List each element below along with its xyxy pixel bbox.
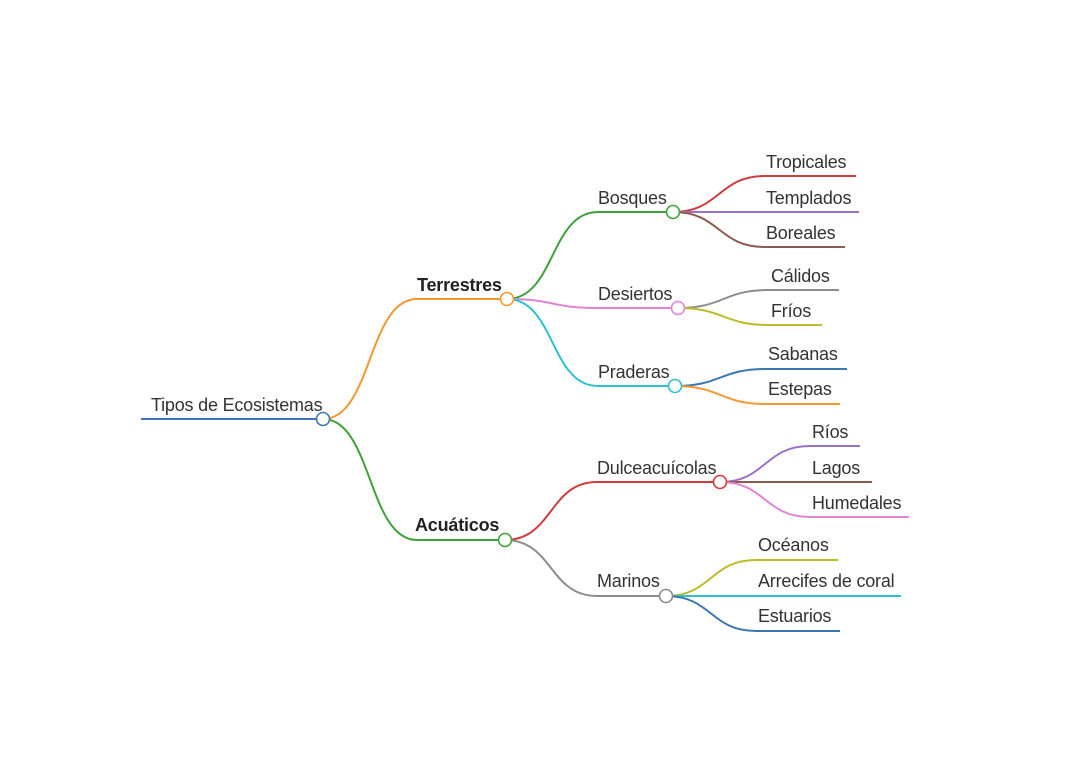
toggle-praderas-knot[interactable]	[667, 378, 683, 394]
leaf-oceanos: Océanos	[758, 535, 829, 555]
link-desiertos-calidos	[677, 289, 770, 309]
toggle-bosques-knot[interactable]	[665, 204, 681, 220]
node-acuaticos: Acuáticos	[415, 515, 499, 535]
link-bosques-boreales	[672, 211, 766, 248]
leaf-sabanas: Sabanas	[768, 344, 838, 364]
link-root-acuaticos	[322, 418, 505, 541]
link-terrestres-desiertos	[506, 298, 678, 309]
node-dulceacuicolas: Dulceacuícolas	[597, 458, 716, 478]
node-root: Tipos de Ecosistemas	[151, 395, 323, 415]
link-terrestres-praderas	[506, 298, 675, 387]
toggle-terrestres-knot[interactable]	[499, 291, 515, 307]
leaf-arrecifes: Arrecifes de coral	[758, 571, 894, 591]
node-marinos: Marinos	[597, 571, 660, 591]
link-bosques-tropicales	[672, 175, 766, 213]
leaf-humedales: Humedales	[812, 493, 901, 513]
node-bosques: Bosques	[598, 188, 667, 208]
node-desiertos: Desiertos	[598, 284, 672, 304]
leaf-lagos: Lagos	[812, 458, 860, 478]
toggle-acuaticos-knot[interactable]	[497, 532, 513, 548]
leaf-templados: Templados	[766, 188, 851, 208]
link-root-terrestres	[322, 298, 507, 420]
link-marinos-estuarios	[665, 595, 757, 632]
node-terrestres: Terrestres	[417, 275, 502, 295]
link-acuaticos-dulceacuicolas	[504, 481, 720, 541]
underlines	[141, 175, 909, 632]
toggle-marinos-knot[interactable]	[658, 588, 674, 604]
links	[322, 175, 811, 632]
leaf-frios: Fríos	[771, 301, 811, 321]
knots[interactable]	[315, 204, 728, 604]
toggle-desiertos-knot[interactable]	[670, 300, 686, 316]
link-marinos-oceanos	[665, 559, 757, 597]
link-terrestres-bosques	[506, 211, 673, 300]
toggle-dulceacuicolas-knot[interactable]	[712, 474, 728, 490]
leaf-rios: Ríos	[812, 422, 848, 442]
link-dulceacuicolas-rios	[719, 445, 811, 483]
leaf-boreales: Boreales	[766, 223, 836, 243]
leaf-estepas: Estepas	[768, 379, 832, 399]
node-praderas: Praderas	[598, 362, 670, 382]
leaf-calidos: Cálidos	[771, 266, 830, 286]
link-praderas-estepas	[674, 385, 767, 405]
link-acuaticos-marinos	[504, 539, 666, 597]
toggle-root-knot[interactable]	[315, 411, 331, 427]
link-desiertos-frios	[677, 307, 770, 326]
leaf-estuarios: Estuarios	[758, 606, 831, 626]
labels: Tipos de Ecosistemas Terrestres Acuático…	[151, 152, 902, 626]
link-dulceacuicolas-humedales	[719, 481, 811, 518]
link-praderas-sabanas	[674, 368, 767, 387]
leaf-tropicales: Tropicales	[766, 152, 847, 172]
